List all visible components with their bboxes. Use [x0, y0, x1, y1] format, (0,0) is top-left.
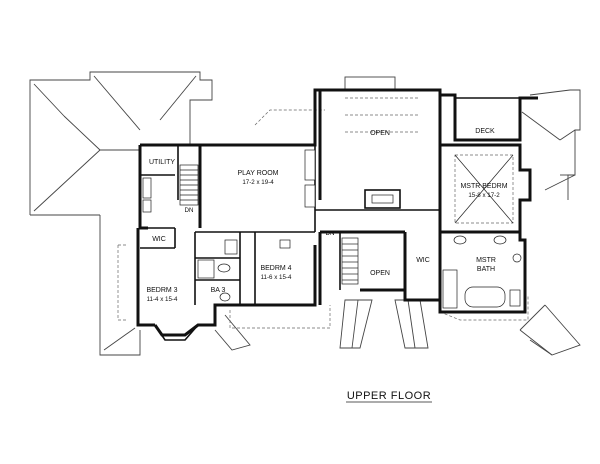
room-labels: UTILITY PLAY ROOM 17-2 x 19-4 OPEN DECK …	[146, 128, 507, 303]
label-deck: DECK	[475, 128, 495, 135]
interior-walls	[140, 145, 440, 305]
label-dn-center: DN	[326, 230, 335, 237]
label-bedrm-3: BEDRM 3	[146, 287, 177, 294]
roof-outline	[29, 71, 581, 356]
label-ba-3: BA 3	[211, 287, 226, 294]
label-dn-left: DN	[185, 207, 194, 214]
fixtures	[142, 149, 522, 341]
label-bedrm-4-size: 11-6 x 15-4	[261, 274, 292, 281]
label-open-top: OPEN	[370, 130, 390, 137]
dashed-lines	[117, 97, 529, 329]
label-bedrm-3-size: 11-4 x 15-4	[147, 296, 178, 303]
label-mstr-bedrm: MSTR BEDRM	[460, 183, 507, 190]
label-mstr-bath-1: MSTR	[476, 257, 496, 264]
label-wic-left: WIC	[152, 236, 166, 243]
label-play-room-size: 17-2 x 19-4	[242, 179, 274, 186]
label-utility: UTILITY	[149, 159, 175, 166]
exterior-walls	[136, 88, 538, 337]
label-open-stair: OPEN	[370, 270, 390, 277]
label-mstr-bath-2: BATH	[477, 266, 495, 273]
label-bedrm-4: BEDRM 4	[260, 265, 291, 272]
floor-title: UPPER FLOOR	[347, 390, 431, 402]
label-play-room: PLAY ROOM	[238, 170, 279, 177]
label-wic-right: WIC	[416, 257, 430, 264]
label-mstr-bedrm-size: 15-8 x 17-2	[468, 192, 500, 199]
